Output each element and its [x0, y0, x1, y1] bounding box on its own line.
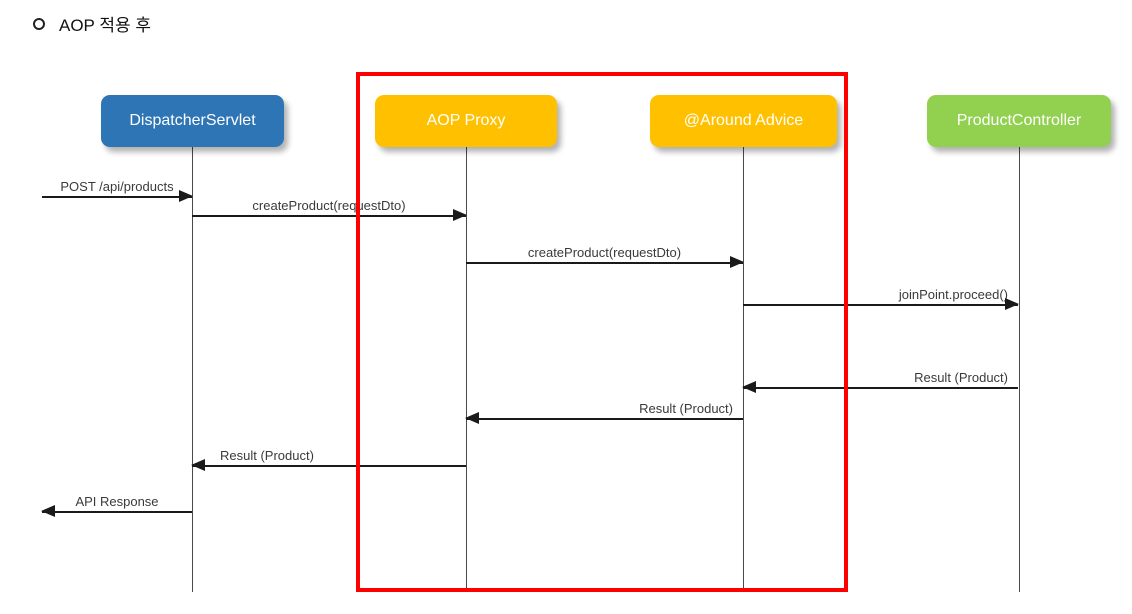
message-result-product-1: Result (Product) — [742, 370, 1018, 393]
message-label: Result (Product) — [220, 448, 314, 463]
message-create-product-1: createProduct(requestDto) — [192, 198, 467, 221]
message-label: Result (Product) — [639, 401, 733, 416]
message-label: Result (Product) — [914, 370, 1008, 385]
message-label: createProduct(requestDto) — [527, 245, 682, 260]
lifeline-dispatcher-servlet — [192, 146, 193, 592]
lifeline-around-advice — [743, 146, 744, 592]
bullet-circle-icon — [33, 17, 45, 30]
message-label: joinPoint.proceed() — [898, 287, 1008, 302]
title-text: AOP 적용 후 — [59, 16, 151, 35]
message-api-response: API Response — [41, 494, 192, 517]
message-label: createProduct(requestDto) — [252, 198, 406, 213]
actor-around-advice: @Around Advice — [650, 95, 837, 147]
message-result-product-2: Result (Product) — [465, 401, 743, 424]
message-joinpoint-proceed: joinPoint.proceed() — [743, 287, 1019, 310]
page-title: AOP 적용 후 — [33, 11, 151, 36]
actor-product-controller: ProductController — [927, 95, 1111, 147]
lifeline-product-controller — [1019, 146, 1020, 592]
lifeline-aop-proxy — [466, 146, 467, 592]
message-label: API Response — [75, 494, 159, 509]
actor-aop-proxy: AOP Proxy — [375, 95, 557, 147]
message-label: POST /api/products — [60, 179, 174, 194]
aop-highlight-rect — [356, 72, 848, 592]
message-create-product-2: createProduct(requestDto) — [466, 245, 744, 268]
message-post-api-products: POST /api/products — [42, 179, 193, 202]
message-result-product-3: Result (Product) — [191, 448, 466, 471]
actor-dispatcher-servlet: DispatcherServlet — [101, 95, 284, 147]
